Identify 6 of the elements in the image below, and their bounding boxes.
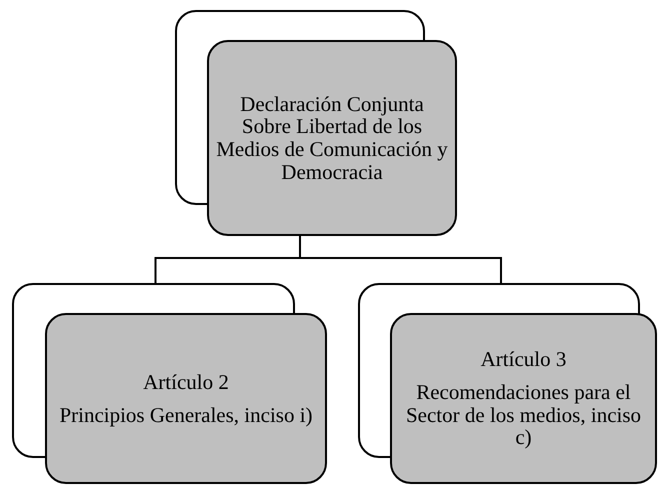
body-text: Principios Generales, inciso i) xyxy=(59,404,313,426)
heading-text: Artículo 3 xyxy=(480,348,566,371)
body-text: Recomendaciones para el Sector de los medios, inciso c) xyxy=(404,380,642,449)
heading-text: Artículo 2 xyxy=(143,370,229,394)
connector-line xyxy=(299,236,502,283)
body-text: Declaración Conjunta Sobre Libertad de los Medios de Comunicación y Democracia xyxy=(215,92,449,184)
